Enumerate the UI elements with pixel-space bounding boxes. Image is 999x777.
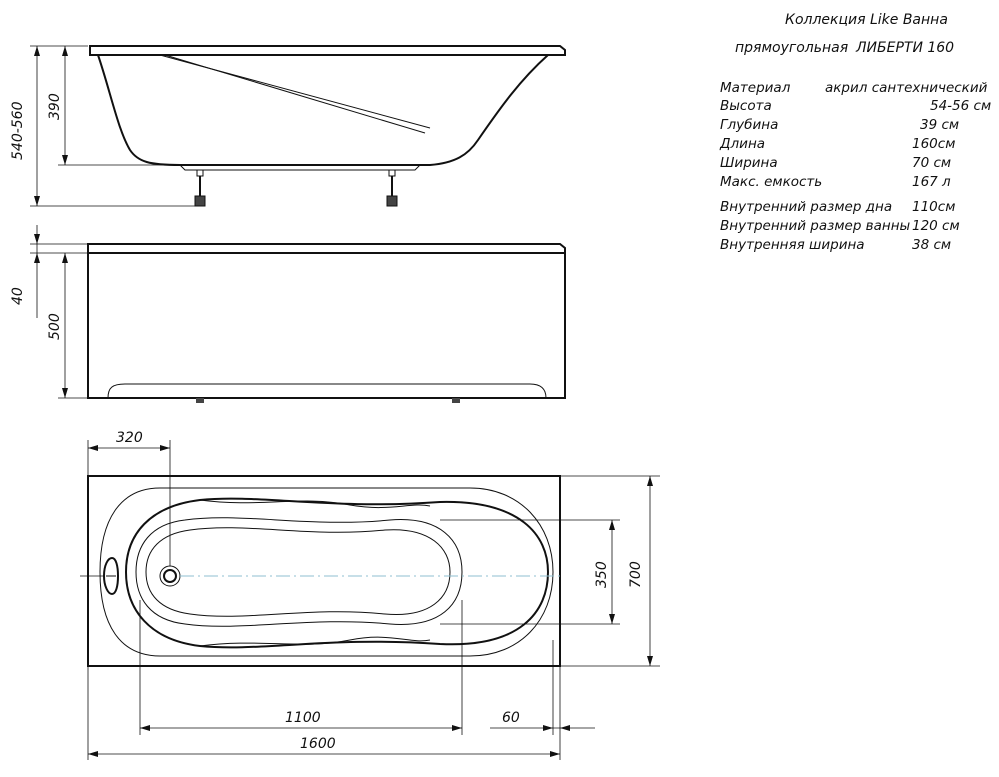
- top-view-basin: [124, 497, 550, 649]
- spec-label-bottom-size: Внутренний размер дна: [720, 199, 892, 215]
- spec-label-length: Длина: [719, 136, 765, 152]
- front-view-rim: [87, 243, 566, 254]
- spec-value-capacity: 167 л: [912, 174, 951, 190]
- dim-top-end-offset: 60: [502, 710, 520, 726]
- collection-title: Коллекция Like Ванна: [785, 12, 948, 28]
- spec-value-depth: 39 см: [920, 117, 959, 133]
- spec-label-depth: Глубина: [720, 117, 778, 133]
- side-view-leg-right: [386, 169, 398, 207]
- front-view-foot-left: [196, 398, 204, 403]
- top-view-wave-bottom: [199, 636, 431, 647]
- spec-label-width: Ширина: [720, 155, 778, 171]
- spec-label-material: Материал: [720, 80, 791, 96]
- spec-value-inner-size: 120 см: [912, 218, 960, 234]
- front-view: 40 500: [10, 225, 566, 403]
- front-view-foot-right: [452, 398, 460, 403]
- spec-value-material: акрил сантехнический: [825, 80, 988, 96]
- top-view-outline: [87, 475, 561, 667]
- top-view: 320 350 700 1100 60 1600: [80, 430, 660, 760]
- spec-value-length: 160см: [912, 136, 955, 152]
- dim-side-depth: 390: [47, 93, 63, 120]
- side-view-body: [97, 54, 549, 166]
- spec-value-bottom-size: 110см: [912, 199, 955, 215]
- dim-front-height: 500: [47, 313, 63, 340]
- front-view-apron: [87, 252, 566, 399]
- model-label: ЛИБЕРТИ 160: [855, 40, 954, 56]
- dim-front-rim: 40: [10, 287, 26, 305]
- dim-top-bottom-length: 1100: [285, 710, 321, 726]
- spec-label-inner-size: Внутренний размер ванны: [720, 218, 911, 234]
- dim-top-length: 1600: [300, 736, 336, 752]
- spec-value-inner-width: 38 см: [912, 237, 951, 253]
- side-view-leg-left: [194, 169, 206, 207]
- top-view-floor: [135, 517, 463, 627]
- dim-top-offset: 320: [116, 430, 143, 446]
- side-view: 540-560 390: [10, 45, 566, 207]
- dim-top-inner-width: 350: [594, 561, 610, 588]
- side-view-diagonal-2: [164, 54, 426, 134]
- top-view-wave-top: [199, 499, 431, 509]
- drain-inner: [163, 569, 177, 583]
- spec-value-height: 54-56 см: [930, 98, 991, 114]
- spec-label-capacity: Макс. емкость: [720, 174, 822, 190]
- side-view-rim: [89, 45, 566, 56]
- shape-label: прямоугольная: [735, 40, 848, 56]
- front-view-base-curve: [107, 383, 547, 399]
- dim-top-width: 700: [628, 561, 644, 588]
- spec-label-inner-width: Внутренняя ширина: [720, 237, 865, 253]
- spec-block: Коллекция Like Ванна прямоугольная ЛИБЕР…: [719, 12, 991, 253]
- spec-label-height: Высота: [720, 98, 772, 114]
- spec-value-width: 70 см: [912, 155, 951, 171]
- dim-side-total: 540-560: [10, 101, 26, 160]
- side-view-base: [179, 164, 421, 171]
- top-view-floor-inner: [145, 527, 451, 617]
- top-view-rim-edge: [99, 487, 554, 657]
- overflow-icon: [102, 556, 120, 596]
